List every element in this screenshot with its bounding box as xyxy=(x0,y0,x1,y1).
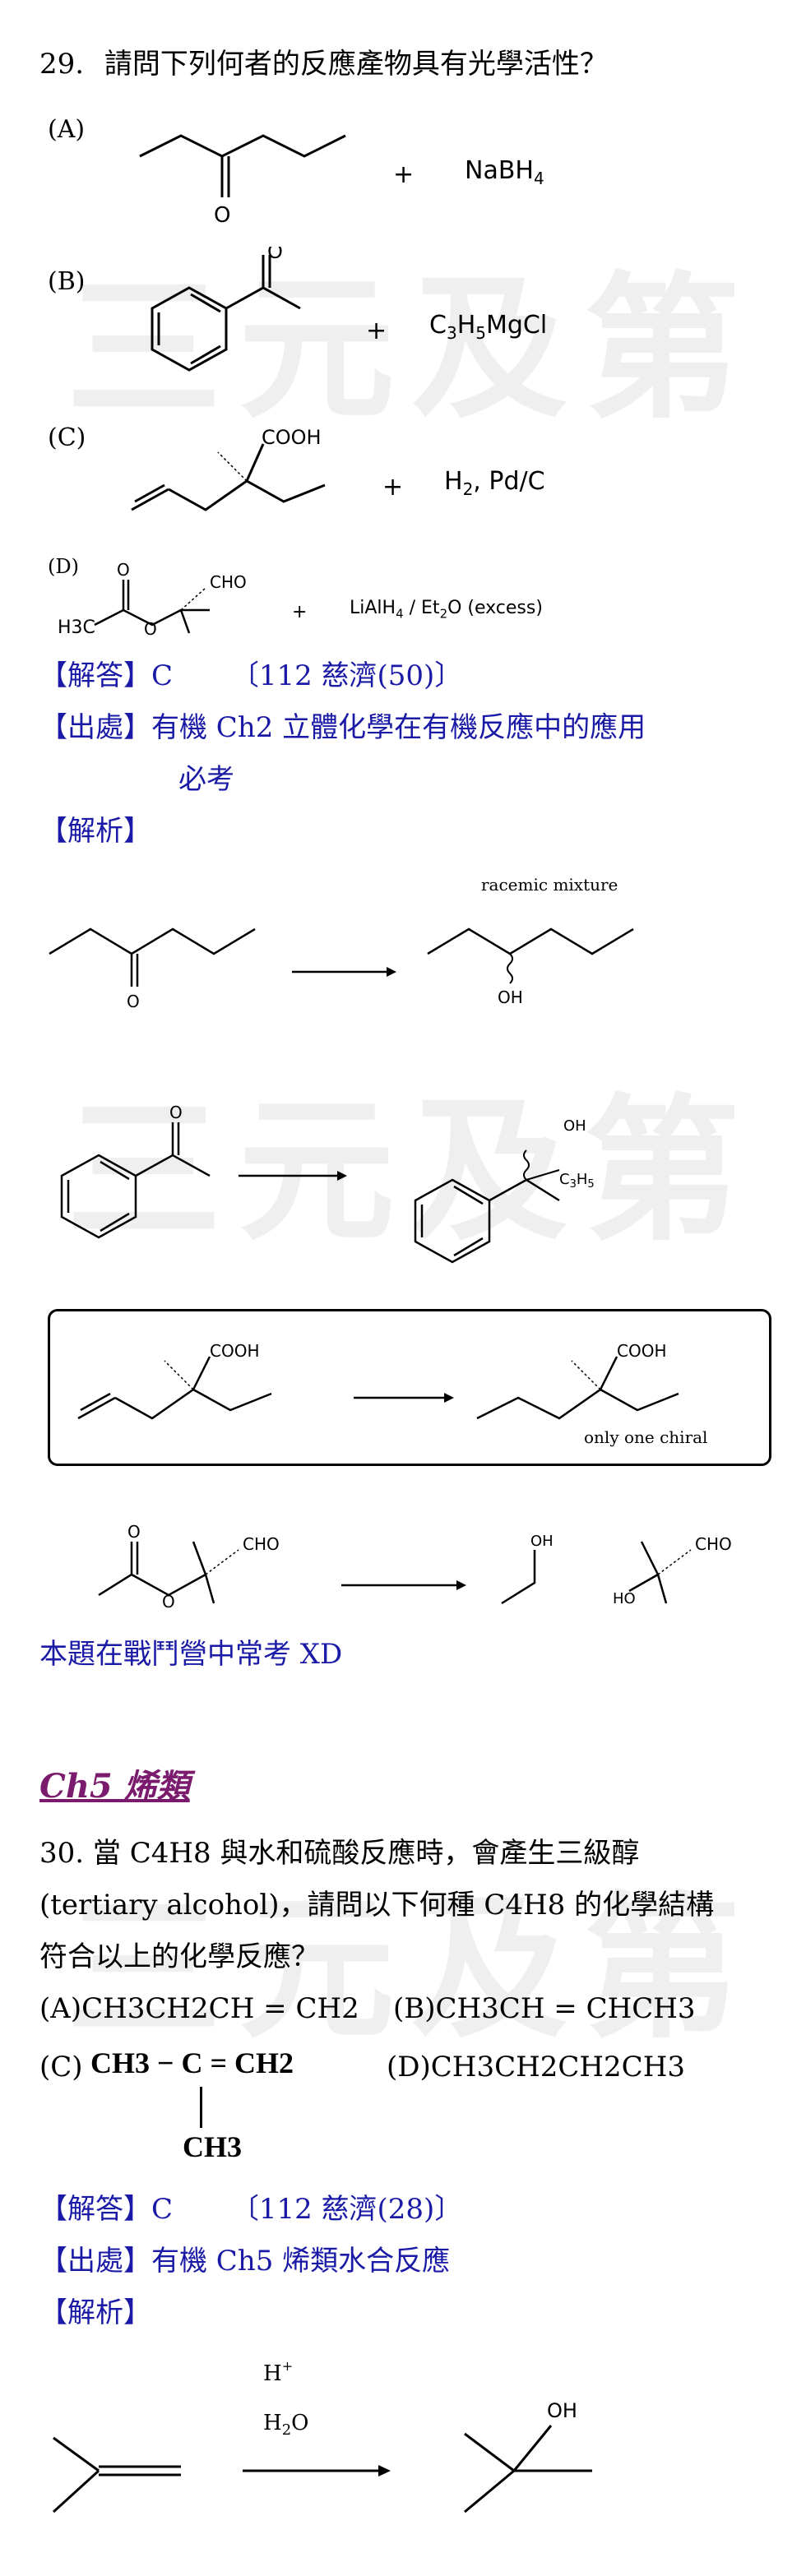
q30-option-c-bond xyxy=(200,2087,202,2128)
svg-text:OH: OH xyxy=(498,987,523,1007)
svg-text:CHO: CHO xyxy=(243,1534,280,1554)
q30-condition-water: H2O xyxy=(263,2411,308,2439)
svg-text:COOH: COOH xyxy=(210,1341,260,1361)
svg-text:O: O xyxy=(169,1103,183,1122)
q29-analysis-tag: 【解析】 xyxy=(39,815,151,848)
q30-option-c-branch: CH3 xyxy=(183,2130,242,2163)
q29-option-c-reagent: H2, Pd/C xyxy=(444,467,545,499)
svg-text:OH: OH xyxy=(563,1117,586,1135)
q29-option-d-h3c: H3C xyxy=(58,617,95,638)
q29-question: 29. 請問下列何者的反應產物具有光學活性？ xyxy=(39,46,608,82)
svg-text:OH: OH xyxy=(547,2399,577,2422)
q30-option-b: (B)CH3CH = CHCH3 xyxy=(393,1992,696,2025)
q29-ethyl-label: C3H5 xyxy=(559,1171,595,1191)
svg-text:O: O xyxy=(127,992,140,1011)
svg-text:O: O xyxy=(144,619,157,639)
q30-option-a: (A)CH3CH2CH = CH2 xyxy=(39,1992,359,2025)
q29-option-c-cooh: COOH xyxy=(262,426,322,449)
q29-option-c-label: (C) xyxy=(48,423,86,452)
q29-option-d-cho: CHO xyxy=(210,572,247,592)
svg-text:HO: HO xyxy=(613,1590,636,1607)
q30-question-line3: 符合以上的化學反應？ xyxy=(39,1940,319,1973)
q29-option-a-structure: O xyxy=(139,134,346,228)
q29-option-c-structure: COOH xyxy=(131,426,326,511)
q29-option-b-structure: O xyxy=(151,247,301,372)
q29-option-b-reagent: C3H5MgCl xyxy=(429,311,548,343)
svg-text:O: O xyxy=(117,560,130,580)
q29-racemic-label: racemic mixture xyxy=(481,875,618,895)
q29-note: 本題在戰鬥營中常考 XD xyxy=(39,1638,343,1671)
section-heading-ch5: Ch5 烯類 xyxy=(39,1767,190,1806)
q29-answer-highlight-box xyxy=(48,1309,771,1466)
q30-option-d: (D)CH3CH2CH2CH3 xyxy=(387,2051,685,2083)
svg-text:CHO: CHO xyxy=(695,1534,732,1554)
q29-option-d-reagent: LiAlH4 / Et2O (excess) xyxy=(350,598,543,622)
q30-analysis-reaction: H+ H2O OH xyxy=(52,2358,592,2514)
q30-option-c-label: (C) xyxy=(39,2051,83,2083)
q29-option-b-label: (B) xyxy=(48,267,86,296)
q30-analysis-tag: 【解析】 xyxy=(39,2296,151,2329)
q29-option-d-structure: H3C O O CHO xyxy=(58,560,247,639)
q29-text: 請問下列何者的反應產物具有光學活性？ xyxy=(104,48,608,81)
svg-text:O: O xyxy=(267,247,283,263)
svg-text:OH: OH xyxy=(530,1533,554,1550)
q29-analysis-reaction-a: O OH racemic mixture xyxy=(49,875,634,1011)
q29-source-2: 必考 xyxy=(178,763,234,796)
q29-analysis-reaction-d: O O CHO OH HO CHO xyxy=(98,1522,732,1612)
q29-option-a-reagent: NaBH4 xyxy=(465,156,544,188)
q30-source: 【出處】有機 Ch5 烯類水合反應 xyxy=(39,2245,451,2278)
svg-text:COOH: COOH xyxy=(617,1341,667,1361)
q30-question-line2: (tertiary alcohol)，請問以下何種 C4H8 的化學結構 xyxy=(39,1889,715,1922)
q30-question: 30. 當 C4H8 與水和硫酸反應時，會產生三級醇 xyxy=(39,1837,640,1870)
q29-source: 【出處】有機 Ch2 立體化學在有機反應中的應用 xyxy=(39,711,646,744)
q30-option-c-formula: CH3 − C = CH2 xyxy=(90,2046,294,2079)
q29-option-a-label: (A) xyxy=(48,115,86,144)
q30-answer: 【解答】C 〔112 慈濟(28)〕 xyxy=(39,2193,463,2226)
q29-only-chiral-label: only one chiral xyxy=(584,1427,707,1447)
svg-text:O: O xyxy=(127,1522,141,1542)
q30-condition-acid: H+ xyxy=(263,2358,293,2386)
svg-text:O: O xyxy=(214,203,230,228)
svg-text:O: O xyxy=(162,1592,175,1612)
q29-option-d-label: (D) xyxy=(48,555,79,578)
q29-number: 29. xyxy=(39,48,85,81)
q29-analysis-reaction-b: O C3H5 OH xyxy=(60,1103,595,1264)
q29-answer: 【解答】C 〔112 慈濟(50)〕 xyxy=(39,659,463,692)
q29-analysis-reaction-c: COOH COOH only one chiral xyxy=(77,1341,707,1447)
